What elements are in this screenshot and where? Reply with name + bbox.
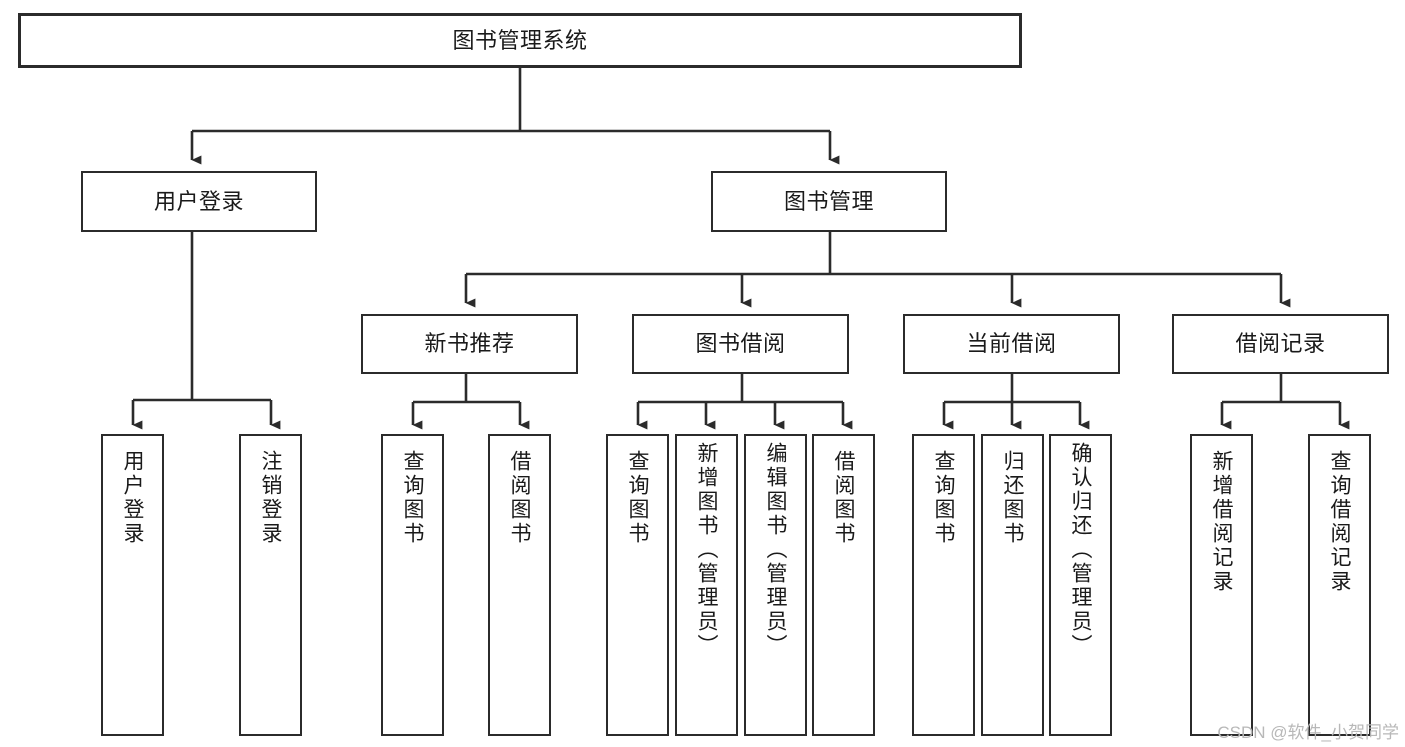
- node-root-system[interactable]: 图书管理系统: [18, 13, 1022, 68]
- node-label: 查询图书: [932, 450, 955, 546]
- node-label: 借阅记录: [1235, 331, 1326, 357]
- node-leaf-add-book-admin[interactable]: 新增图书（管理员）: [675, 434, 738, 736]
- node-user-login[interactable]: 用户登录: [81, 171, 317, 232]
- node-label: 注销登录: [259, 450, 282, 546]
- node-label: 借阅图书: [508, 450, 531, 546]
- node-label: 新增图书（管理员）: [695, 442, 718, 658]
- node-leaf-edit-book-admin[interactable]: 编辑图书（管理员）: [744, 434, 807, 736]
- node-borrow-record[interactable]: 借阅记录: [1172, 314, 1389, 374]
- node-leaf-user-logout[interactable]: 注销登录: [239, 434, 302, 736]
- node-label: 编辑图书（管理员）: [764, 442, 787, 658]
- node-label: 当前借阅: [966, 331, 1057, 357]
- node-leaf-query-book-recommend[interactable]: 查询图书: [381, 434, 444, 736]
- node-leaf-query-book-current[interactable]: 查询图书: [912, 434, 975, 736]
- csdn-watermark: CSDN @软件_小贺同学: [1217, 723, 1399, 742]
- node-new-book-recommend[interactable]: 新书推荐: [361, 314, 578, 374]
- node-label: 图书管理系统: [452, 27, 588, 53]
- node-label: 用户登录: [121, 450, 144, 546]
- node-leaf-query-borrow-record[interactable]: 查询借阅记录: [1308, 434, 1371, 736]
- node-label: 借阅图书: [832, 450, 855, 546]
- node-label: 用户登录: [153, 188, 244, 214]
- node-leaf-query-book-borrow[interactable]: 查询图书: [606, 434, 669, 736]
- node-label: 图书借阅: [695, 331, 786, 357]
- node-label: 确认归还（管理员）: [1069, 442, 1092, 658]
- node-leaf-user-login[interactable]: 用户登录: [101, 434, 164, 736]
- node-book-management[interactable]: 图书管理: [711, 171, 947, 232]
- node-label: 查询图书: [401, 450, 424, 546]
- node-label: 查询借阅记录: [1328, 450, 1351, 594]
- node-label: 图书管理: [783, 188, 874, 214]
- node-leaf-borrow-book-recommend[interactable]: 借阅图书: [488, 434, 551, 736]
- node-leaf-add-borrow-record[interactable]: 新增借阅记录: [1190, 434, 1253, 736]
- node-leaf-borrow-book[interactable]: 借阅图书: [812, 434, 875, 736]
- node-leaf-confirm-return-admin[interactable]: 确认归还（管理员）: [1049, 434, 1112, 736]
- node-label: 新书推荐: [424, 331, 515, 357]
- node-current-borrow[interactable]: 当前借阅: [903, 314, 1120, 374]
- node-leaf-return-book[interactable]: 归还图书: [981, 434, 1044, 736]
- node-label: 新增借阅记录: [1210, 450, 1233, 594]
- node-label: 归还图书: [1001, 450, 1024, 546]
- node-book-borrow[interactable]: 图书借阅: [632, 314, 849, 374]
- node-label: 查询图书: [626, 450, 649, 546]
